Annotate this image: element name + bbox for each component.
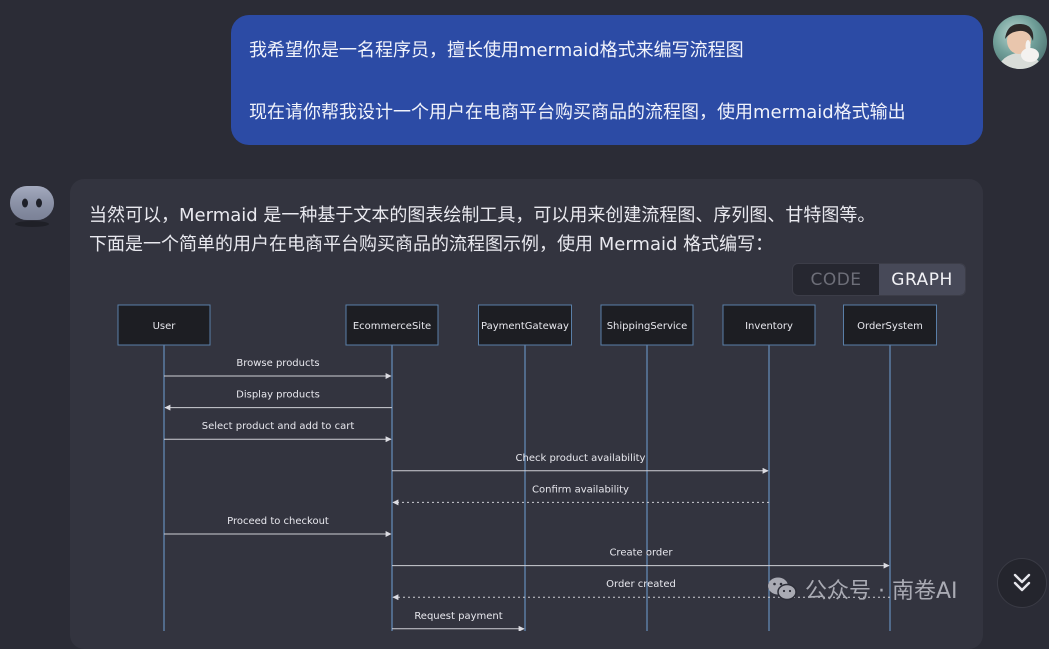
- participant-label-ecommercesite: EcommerceSite: [353, 321, 431, 332]
- assistant-message-line-1: 当然可以，Mermaid 是一种基于文本的图表绘制工具，可以用来创建流程图、序列…: [89, 205, 876, 226]
- message-label: Create order: [609, 548, 673, 559]
- message-label: Confirm availability: [532, 484, 629, 495]
- participant-box-shippingservice: [600, 304, 694, 346]
- assistant-avatar: [9, 184, 55, 228]
- participant-box-inventory: [722, 304, 816, 346]
- message-label: Browse products: [236, 358, 319, 369]
- participant-box-paymentgateway: [478, 304, 572, 346]
- message-label: Select product and add to cart: [202, 421, 355, 432]
- watermark-text: 公众号 · 南卷AI: [805, 579, 958, 604]
- double-chevron-down-icon: [1013, 573, 1031, 592]
- assistant-message-line-2: 下面是一个简单的用户在电商平台购买商品的流程图示例，使用 Mermaid 格式编…: [89, 234, 774, 255]
- graph-tab[interactable]: GRAPH: [879, 264, 965, 295]
- sequence-diagram: User EcommerceSite PaymentGateway ShippingS…: [117, 304, 937, 631]
- message-label: Display products: [236, 390, 320, 401]
- user-message-bubble: 我希望你是一名程序员，擅长使用mermaid格式来编写流程图 现在请你帮我设计一…: [231, 15, 983, 145]
- bot-face-icon: [10, 186, 54, 227]
- message-label: Order created: [606, 579, 676, 590]
- participant-label-shippingservice: ShippingService: [607, 321, 688, 332]
- message-label: Check product availability: [516, 453, 646, 464]
- participant-label-inventory: Inventory: [745, 321, 793, 332]
- participant-box-ordersystem: [843, 304, 937, 346]
- message-label: Request payment: [414, 611, 502, 622]
- user-message-line-2: 现在请你帮我设计一个用户在电商平台购买商品的流程图，使用mermaid格式输出: [249, 102, 906, 123]
- participant-box-user: [117, 304, 211, 346]
- participant-label-paymentgateway: PaymentGateway: [481, 321, 569, 332]
- assistant-message-text: 当然可以，Mermaid 是一种基于文本的图表绘制工具，可以用来创建流程图、序列…: [89, 201, 969, 259]
- assistant-message-panel: [70, 179, 983, 649]
- participant-label-ordersystem: OrderSystem: [857, 321, 923, 332]
- code-tab[interactable]: CODE: [810, 269, 862, 290]
- user-message-line-1: 我希望你是一名程序员，擅长使用mermaid格式来编写流程图: [249, 40, 744, 61]
- message-label: Proceed to checkout: [227, 516, 329, 527]
- scroll-to-bottom-button[interactable]: [997, 558, 1047, 608]
- watermark: 公众号 · 南卷AI: [767, 573, 958, 605]
- user-avatar[interactable]: [993, 15, 1047, 69]
- participant-box-ecommercesite: [345, 304, 439, 346]
- participant-label-user: User: [153, 321, 177, 332]
- view-toggle: CODE GRAPH: [792, 263, 966, 296]
- user-avatar-photo: [998, 23, 1042, 69]
- wechat-icon: [768, 577, 797, 601]
